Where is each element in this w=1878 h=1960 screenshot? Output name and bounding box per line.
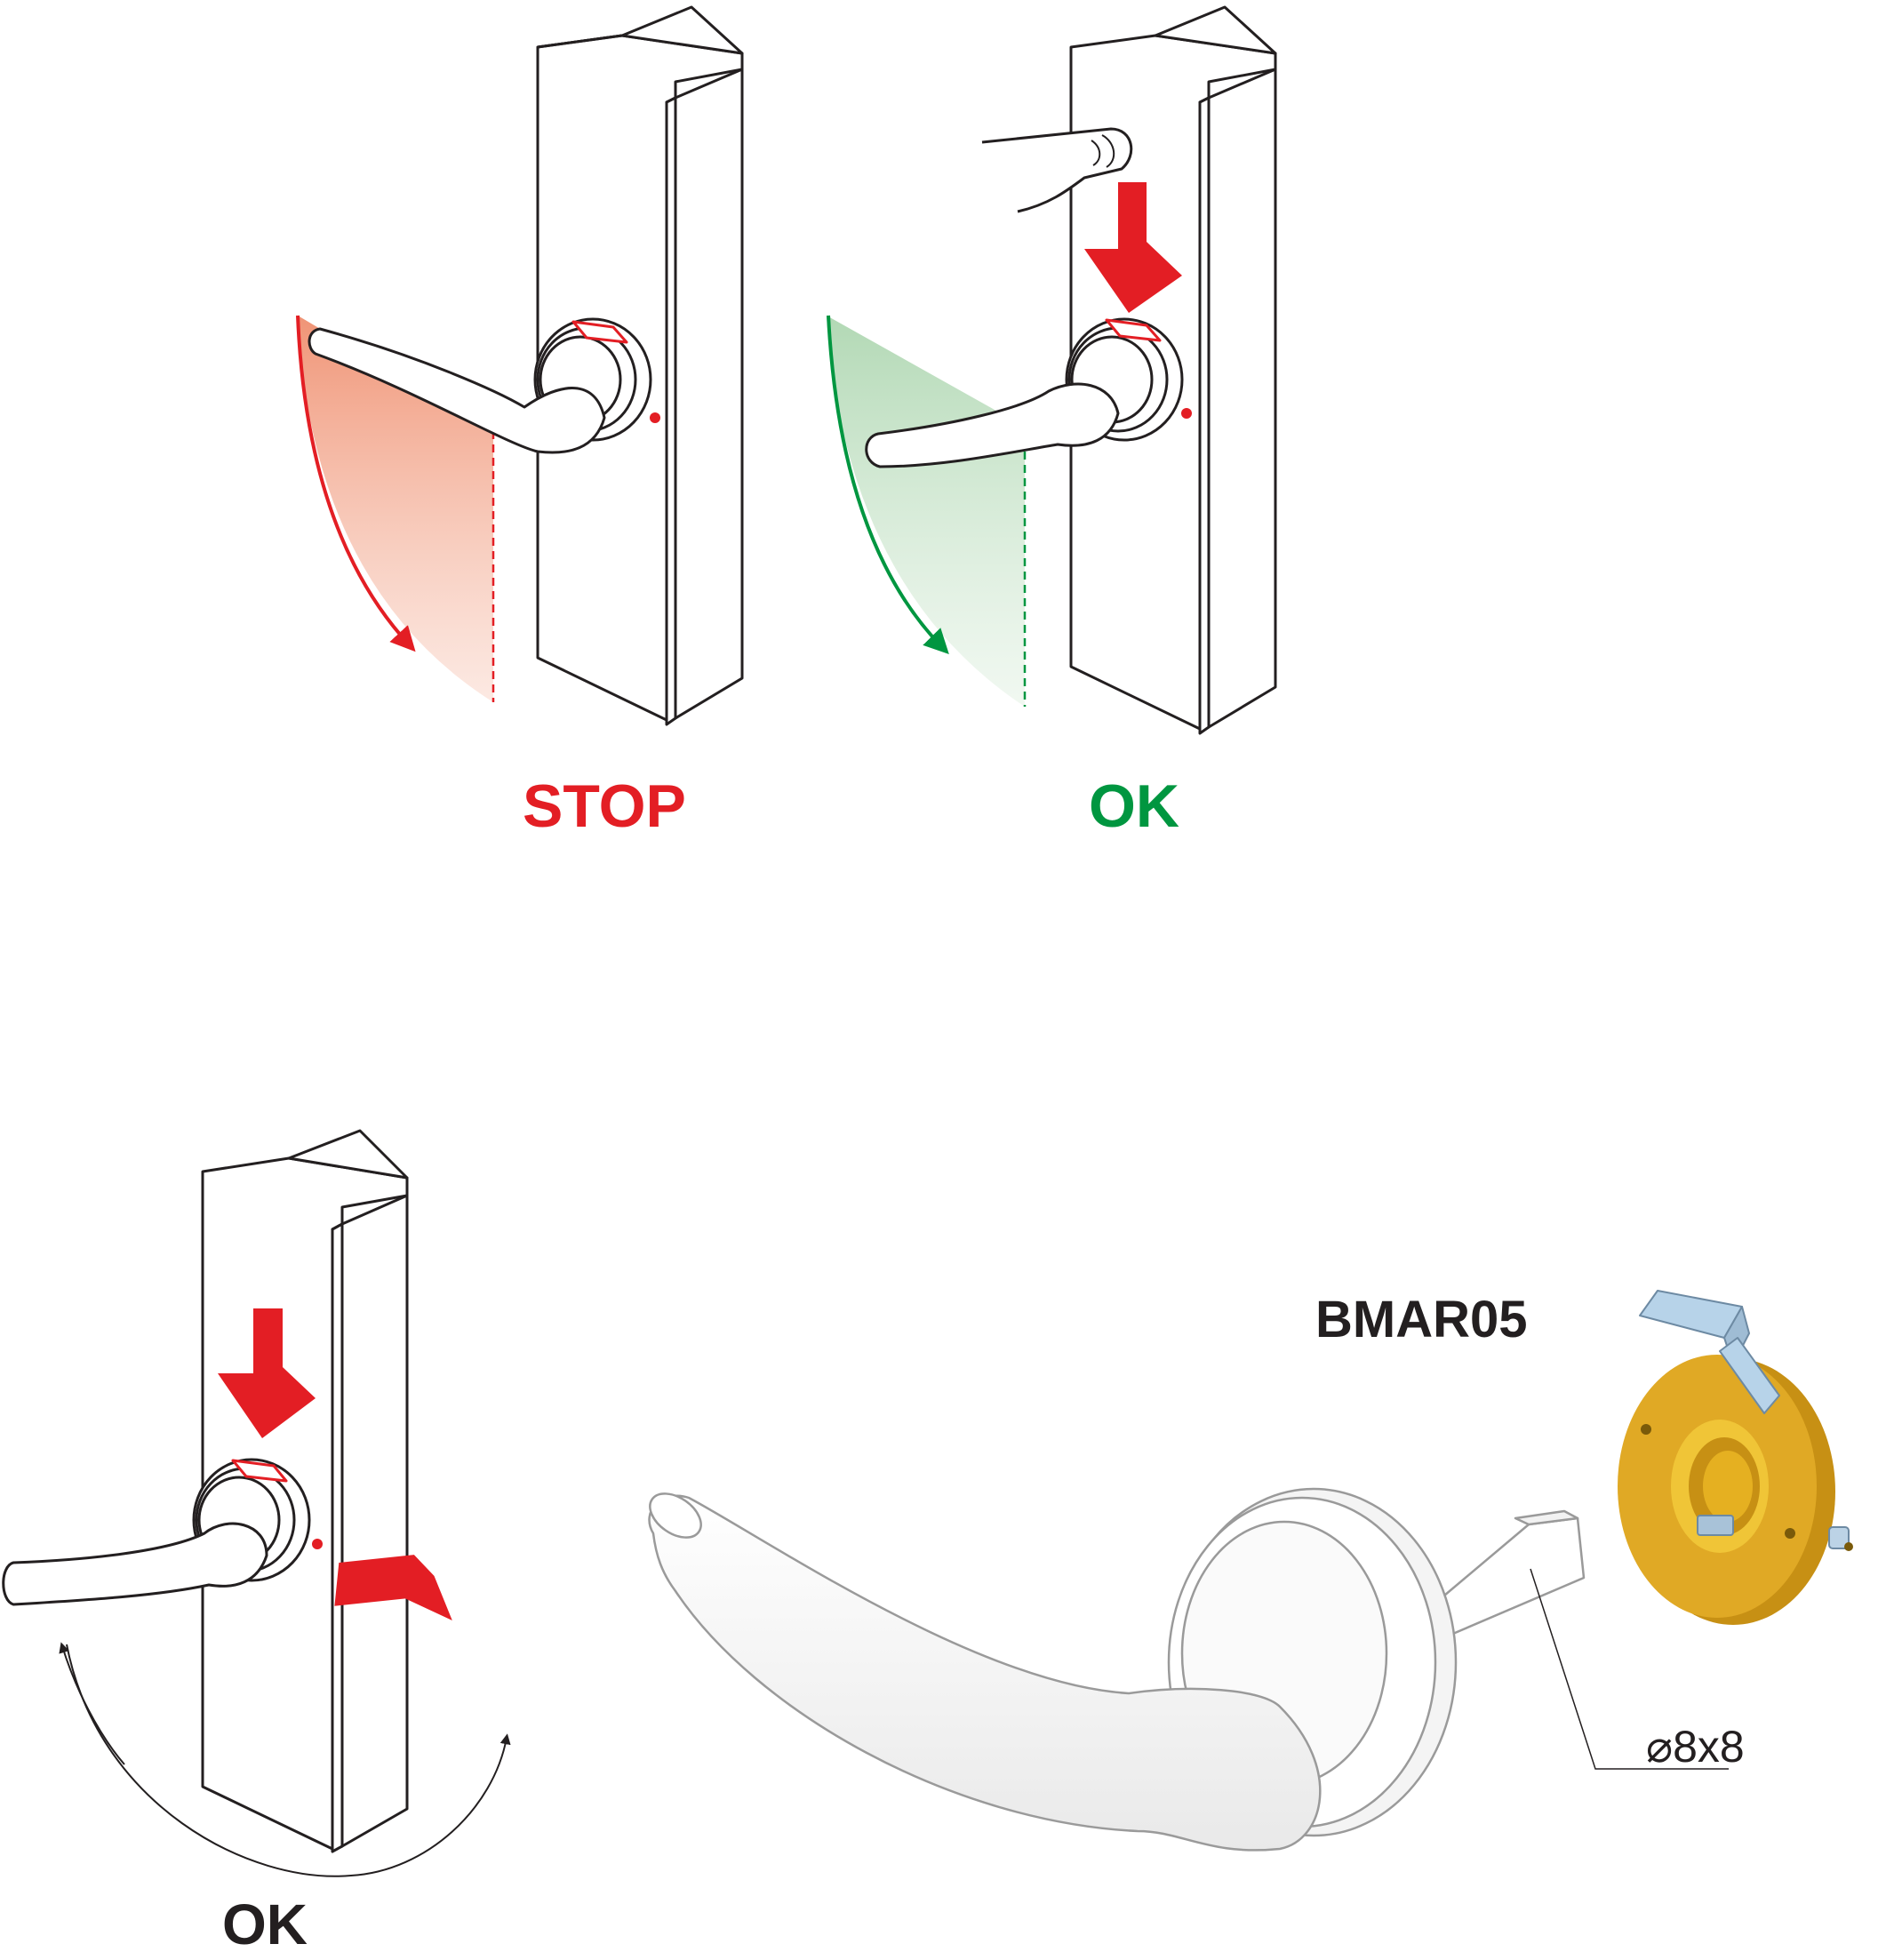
square-spindle <box>1442 1509 1586 1637</box>
lever-handle <box>308 327 606 454</box>
white-lever-handle <box>648 1494 1322 1852</box>
rosette <box>1065 317 1192 442</box>
lever-handle <box>865 382 1120 468</box>
product-assembly <box>648 1487 1586 1852</box>
bmar05-rosette <box>1618 1290 1853 1625</box>
lever-tip <box>649 1492 702 1539</box>
stop-label: STOP <box>523 772 686 840</box>
rotation-arrow-icon <box>59 1642 125 1765</box>
dimension-leader <box>1530 1568 1729 1770</box>
spindle-dimension-label: ⌀8x8 <box>1646 1722 1745 1772</box>
model-label: BMAR05 <box>1315 1291 1528 1348</box>
swing-sector <box>827 316 1025 707</box>
swing-arrow <box>827 315 949 655</box>
rotation-arrow-icon <box>66 1644 511 1877</box>
finger-press-icon <box>981 127 1133 213</box>
ok-label-bottom: OK <box>222 1892 308 1956</box>
press-arrow-icon <box>1084 182 1182 313</box>
ok-label-top: OK <box>1089 772 1179 840</box>
panel-rotate <box>2 1129 511 1877</box>
press-arrow-icon <box>334 1555 452 1620</box>
swing-sector <box>298 316 493 702</box>
press-arrow-icon <box>218 1308 316 1438</box>
swing-arrow <box>296 315 416 652</box>
panel-ok <box>827 5 1277 735</box>
rosette <box>192 1458 323 1582</box>
panel-stop <box>296 5 744 726</box>
lever-handle <box>2 1522 268 1606</box>
